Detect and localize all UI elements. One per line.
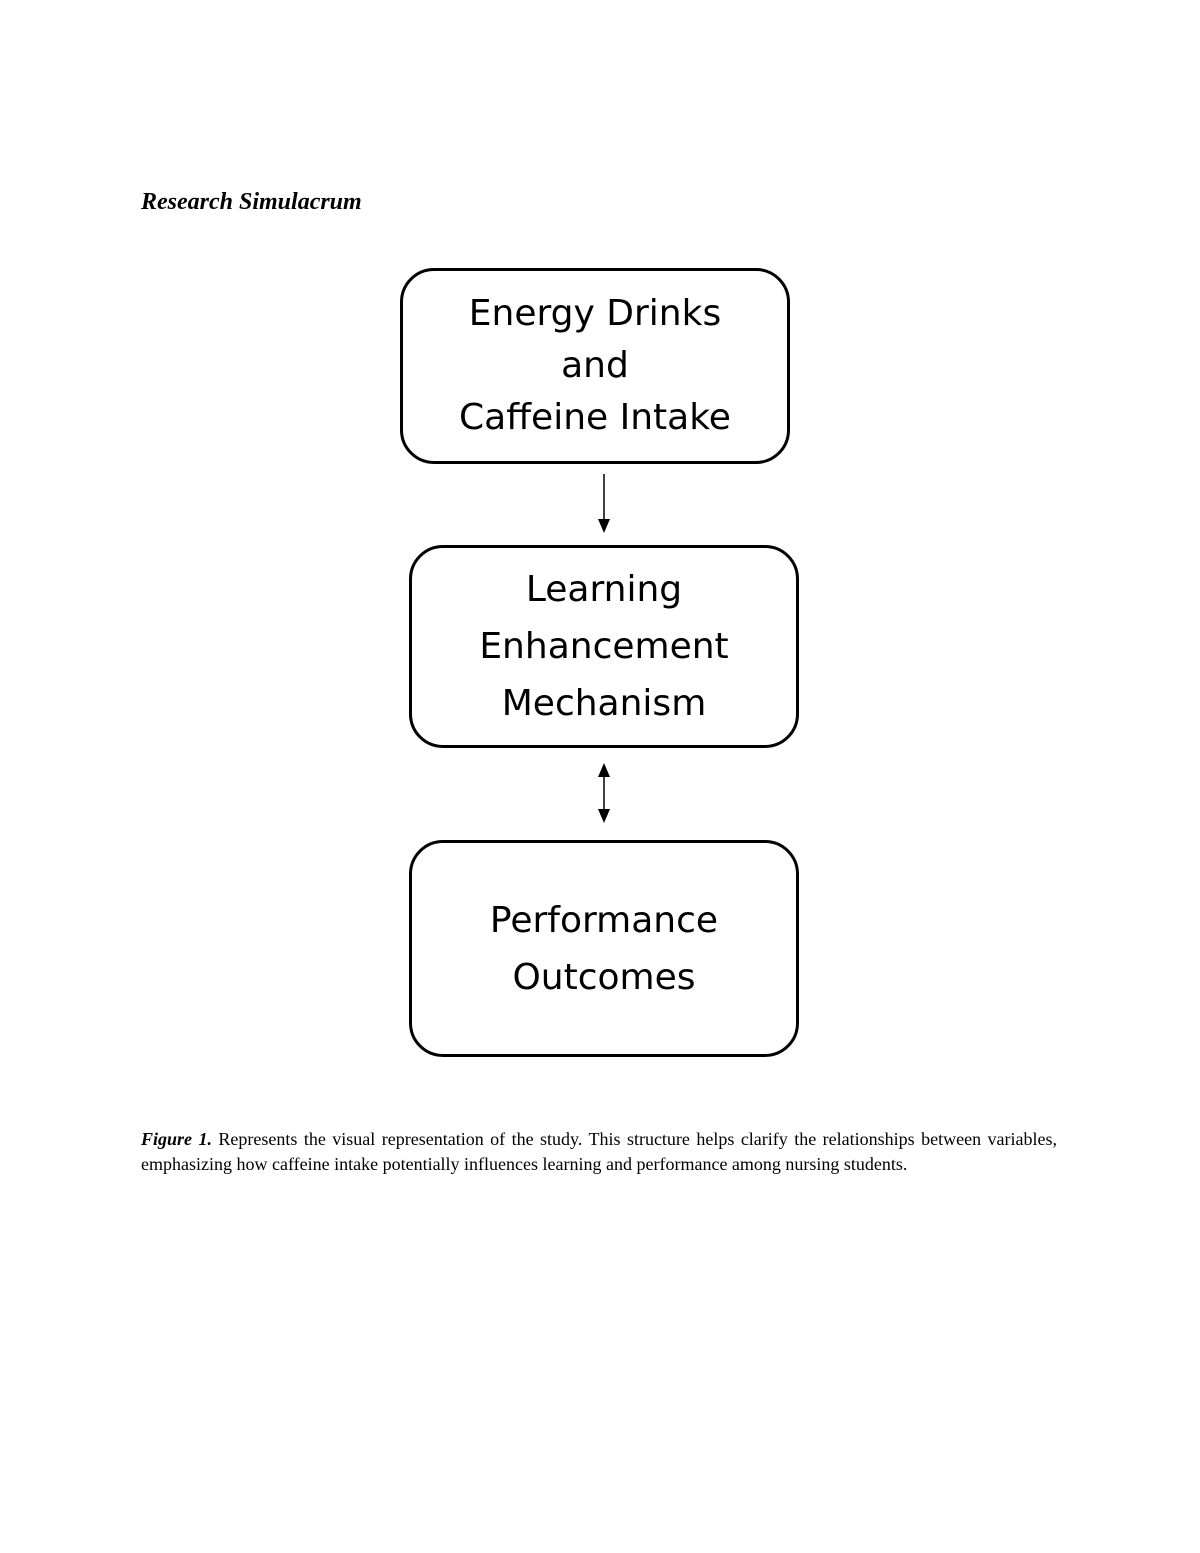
figure-caption: Figure 1. Represents the visual represen… bbox=[141, 1127, 1057, 1177]
node-performance-outcomes: Performance Outcomes bbox=[409, 840, 799, 1057]
arrow-learning-performance-bidirectional bbox=[598, 763, 610, 823]
caption-text: Represents the visual representation of … bbox=[141, 1129, 1058, 1174]
node-label-line: and bbox=[561, 345, 629, 386]
node-label-line: Outcomes bbox=[512, 956, 696, 998]
node-label-line: Mechanism bbox=[501, 683, 707, 724]
node-energy-drinks: Energy Drinks and Caffeine Intake bbox=[400, 268, 790, 464]
node-learning-enhancement: Learning Enhancement Mechanism bbox=[409, 545, 799, 748]
node-label-line: Caffeine Intake bbox=[459, 397, 731, 438]
node-label-line: Performance bbox=[489, 899, 719, 941]
page-heading: Research Simulacrum bbox=[141, 189, 362, 215]
node-label-line: Enhancement bbox=[479, 626, 729, 667]
arrow-energy-to-learning bbox=[598, 474, 610, 533]
node-label-line: Learning bbox=[525, 569, 683, 610]
caption-label: Figure 1. bbox=[141, 1129, 212, 1149]
node-label-line: Energy Drinks bbox=[468, 293, 722, 334]
